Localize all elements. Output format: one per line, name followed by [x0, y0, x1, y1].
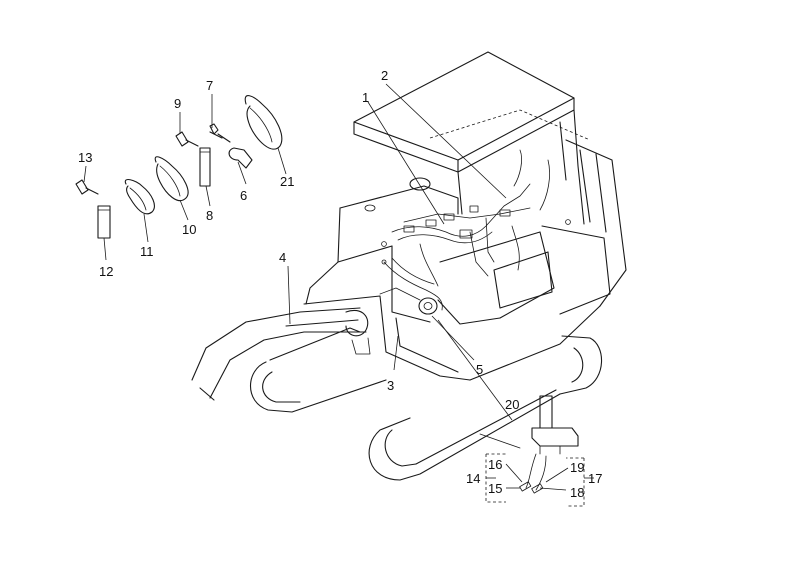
- callout-17: 17: [588, 471, 602, 486]
- leader-lines: [83, 83, 594, 491]
- callout-16: 16: [488, 457, 502, 472]
- callout-21: 21: [280, 174, 294, 189]
- callout-19: 19: [570, 460, 584, 475]
- callout-14: 14: [466, 471, 480, 486]
- callout-4: 4: [279, 250, 286, 265]
- callout-20: 20: [505, 397, 519, 412]
- callout-6: 6: [240, 188, 247, 203]
- callout-7: 7: [206, 78, 213, 93]
- connector-detail: [479, 395, 585, 507]
- callout-11: 11: [140, 244, 154, 259]
- crawler-tracks: [250, 327, 603, 481]
- callout-8: 8: [206, 208, 213, 223]
- wiring-harness: [379, 149, 571, 315]
- machine-body: [191, 51, 627, 401]
- callout-2: 2: [381, 68, 388, 83]
- callout-18: 18: [570, 485, 584, 500]
- callout-15: 15: [488, 481, 502, 496]
- callout-5: 5: [476, 362, 483, 377]
- callout-10: 10: [182, 222, 196, 237]
- callout-labels: 1 2 3 4 5 6 7 8 9 10 11 12 13 14 15 16 1…: [78, 68, 602, 500]
- band-clamp-21: [244, 95, 283, 150]
- clamps-and-bolts: [75, 95, 283, 239]
- callout-9: 9: [174, 96, 181, 111]
- callout-3: 3: [387, 378, 394, 393]
- callout-13: 13: [78, 150, 92, 165]
- callout-12: 12: [99, 264, 113, 279]
- callout-1: 1: [362, 90, 369, 105]
